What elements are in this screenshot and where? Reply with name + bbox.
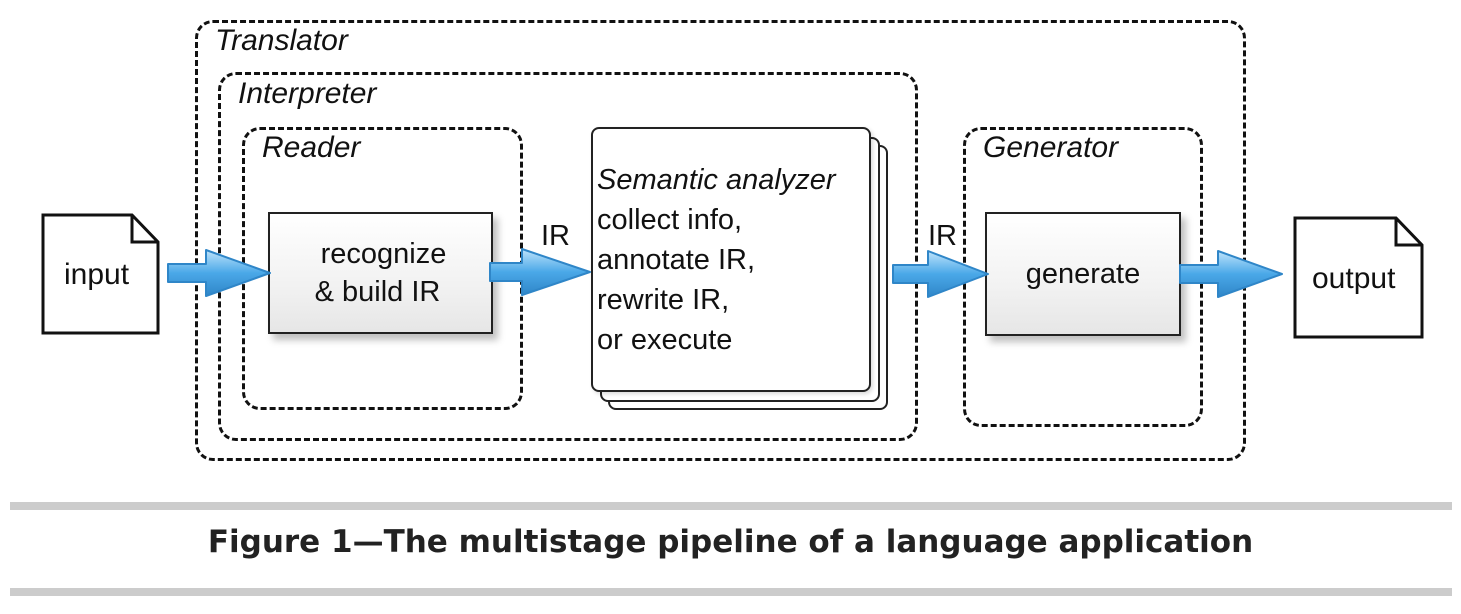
semantic-line-4: or execute [597,324,733,356]
translator-group [195,20,1246,461]
ir-label-semantic-to-generator: IR [928,220,957,252]
output-document [1293,216,1424,339]
recognize-box: recognize & build IR [268,212,493,334]
semantic-analyzer-card [591,127,871,392]
semantic-line-2: annotate IR, [597,244,755,276]
caption-rule-bottom [10,588,1452,596]
output-label: output [1312,262,1396,295]
arrow-recognize-to-semantic [489,248,591,296]
generator-label: Generator [983,131,1119,164]
semantic-analyzer-text: Semantic analyzer collect info, annotate… [597,160,836,360]
semantic-analyzer-title: Semantic analyzer [597,164,836,196]
arrow-input-to-recognize [167,249,271,297]
semantic-line-3: rewrite IR, [597,284,730,316]
translator-label: Translator [215,24,348,57]
recognize-line-2: & build IR [314,276,441,308]
caption-rule-top [10,502,1452,510]
input-document [41,213,160,335]
arrow-generate-to-output [1179,250,1283,298]
input-label: input [64,258,130,291]
reader-label: Reader [262,131,361,164]
arrow-semantic-to-generate [892,250,989,298]
generate-box: generate [985,212,1181,336]
interpreter-label: Interpreter [238,77,377,110]
ir-label-reader-to-semantic: IR [541,220,570,252]
semantic-line-1: collect info, [597,204,743,236]
figure-caption: Figure 1—The multistage pipeline of a la… [207,524,1254,560]
recognize-line-1: recognize [320,238,447,270]
generate-label: generate [1025,258,1141,290]
